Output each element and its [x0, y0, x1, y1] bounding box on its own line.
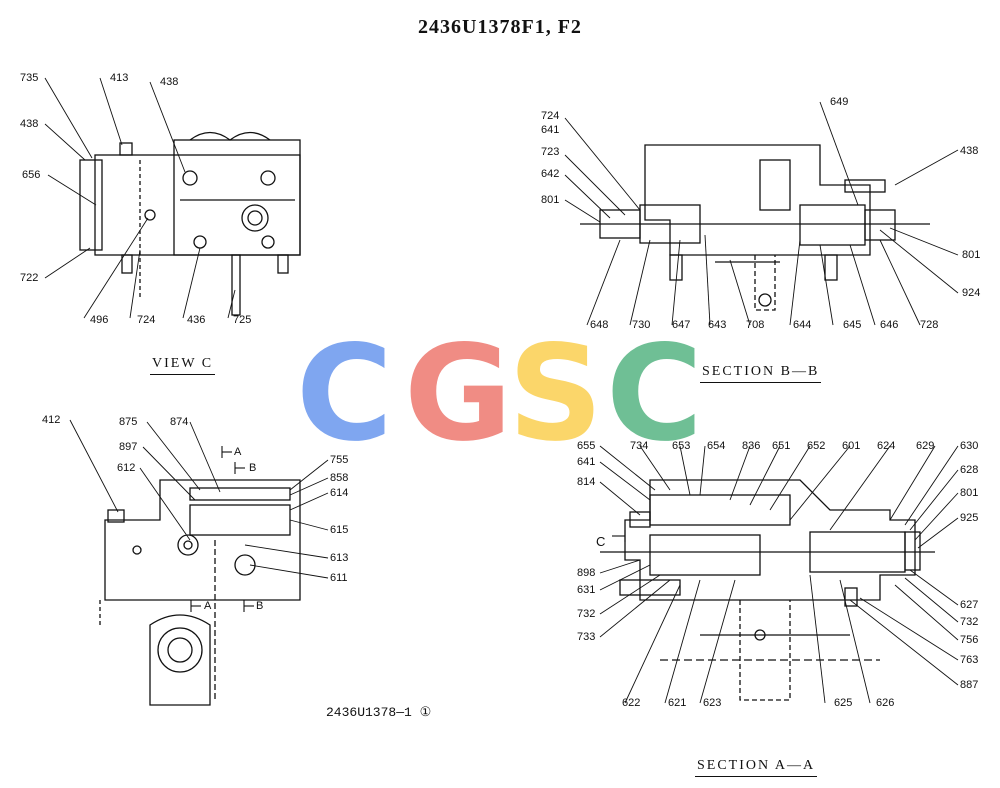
part-number-label: 875 [119, 416, 138, 428]
part-number-label: 898 [577, 567, 596, 579]
part-number-label: 651 [772, 440, 791, 452]
section-mark-b: B [249, 462, 257, 474]
part-number-label: 624 [877, 440, 896, 452]
part-number-label: 649 [830, 96, 849, 108]
part-number-label: 755 [330, 454, 349, 466]
part-number-label: 612 [117, 462, 136, 474]
section-bb-drawing [580, 144, 930, 311]
cgsc-watermark-logo: C G S C [296, 317, 716, 471]
part-number-label: 723 [541, 146, 560, 158]
watermark-letter: C [296, 317, 393, 471]
section-aa-drawing [600, 479, 935, 701]
part-number-label: 728 [920, 319, 939, 331]
part-number-label: 644 [793, 319, 812, 331]
part-number-label: 438 [160, 76, 179, 88]
part-number-label: 629 [916, 440, 935, 452]
part-number-label: 627 [960, 599, 979, 611]
part-number-label: 814 [577, 476, 596, 488]
part-number-label: 613 [330, 552, 349, 564]
part-number-label: 648 [590, 319, 609, 331]
part-number-label: 724 [137, 314, 156, 326]
part-number-label: 412 [42, 414, 61, 426]
part-number-label: 621 [668, 697, 687, 709]
part-number-label: 733 [577, 631, 596, 643]
part-number-label: 735 [20, 72, 39, 84]
part-number-label: 653 [672, 440, 691, 452]
section-mark-b-lower: B [256, 600, 264, 612]
part-number-label: 801 [962, 249, 981, 261]
drawing-number: 2436U1378—1 ① [326, 705, 432, 720]
part-number-label: 732 [960, 616, 979, 628]
part-number-label: 730 [632, 319, 651, 331]
part-number-label: 630 [960, 440, 979, 452]
section-mark-a: A [234, 446, 242, 458]
part-number-label: 625 [834, 697, 853, 709]
view-c-caption: VIEW C [149, 356, 216, 375]
part-number-label: 623 [703, 697, 722, 709]
part-number-label: 643 [708, 319, 727, 331]
section-mark-a-lower: A [204, 600, 212, 612]
part-number-label: 655 [577, 440, 596, 452]
part-number-label: 722 [20, 272, 39, 284]
part-number-label: 732 [577, 608, 596, 620]
lower-left-drawing [99, 479, 301, 706]
part-number-label: 652 [807, 440, 826, 452]
part-number-label: 615 [330, 524, 349, 536]
part-number-label: 924 [962, 287, 981, 299]
watermark-letter: S [508, 317, 604, 471]
part-number-label: 496 [90, 314, 109, 326]
part-number-label: 642 [541, 168, 560, 180]
part-number-label: 614 [330, 487, 349, 499]
part-number-label: 708 [746, 319, 765, 331]
section-arrows [190, 446, 626, 612]
part-number-label: 413 [110, 72, 129, 84]
part-number-label: 641 [541, 124, 560, 136]
part-number-label: 645 [843, 319, 862, 331]
watermark-letter: G [404, 317, 513, 471]
part-number-label: 836 [742, 440, 761, 452]
part-number-label: 887 [960, 679, 979, 691]
part-number-label: 438 [20, 118, 39, 130]
part-number-label: 656 [22, 169, 41, 181]
part-number-label: 725 [233, 314, 252, 326]
drawing-title: 2436U1378F1, F2 [418, 16, 582, 38]
part-number-label: 756 [960, 634, 979, 646]
watermark-letter: C [606, 317, 703, 471]
part-number-label: 734 [630, 440, 649, 452]
part-number-label: 626 [876, 697, 895, 709]
leader-lines [44, 77, 959, 704]
part-number-label: 858 [330, 472, 349, 484]
part-number-label: 601 [842, 440, 861, 452]
part-number-label: 801 [960, 487, 979, 499]
part-number-label: 897 [119, 441, 138, 453]
part-number-label: 641 [577, 456, 596, 468]
part-number-label: 436 [187, 314, 206, 326]
part-number-label: 654 [707, 440, 726, 452]
section-mark-c: C [596, 534, 606, 549]
section-bb-caption: SECTION B—B [699, 364, 822, 383]
part-number-label: 622 [622, 697, 641, 709]
part-number-label: 874 [170, 416, 189, 428]
part-number-label: 801 [541, 194, 560, 206]
part-number-label: 631 [577, 584, 596, 596]
part-number-label: 763 [960, 654, 979, 666]
part-number-label: 724 [541, 110, 560, 122]
section-aa-caption: SECTION A—A [694, 758, 818, 777]
part-number-label: 925 [960, 512, 979, 524]
part-number-label: 438 [960, 145, 979, 157]
part-number-label: 646 [880, 319, 899, 331]
part-number-label: 647 [672, 319, 691, 331]
part-number-label: 611 [330, 572, 348, 584]
part-number-label: 628 [960, 464, 979, 476]
